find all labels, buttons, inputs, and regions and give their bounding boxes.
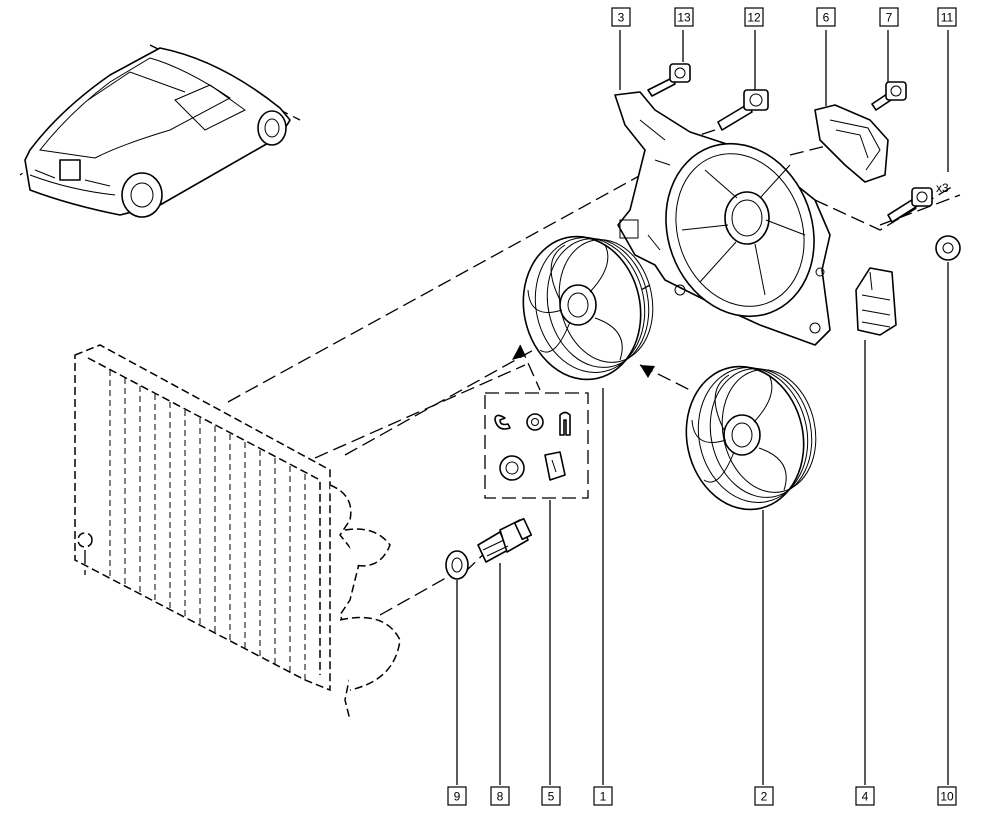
callout-text: 11: [941, 11, 954, 25]
screw-7: [871, 81, 907, 111]
callout-9: 9: [447, 786, 467, 806]
callout-text: 12: [747, 11, 761, 25]
callout-text: 3: [618, 11, 625, 25]
callout-text: 9: [454, 790, 461, 804]
callout-10: 10: [937, 786, 957, 806]
callout-text: 8: [497, 790, 504, 804]
resistor-4: [855, 267, 897, 336]
callout-8: 8: [490, 786, 510, 806]
callout-text: 7: [886, 11, 893, 25]
callout-text: 10: [940, 790, 954, 804]
callout-5: 5: [541, 786, 561, 806]
thermal-switch-8: [477, 517, 533, 563]
screw-12: [717, 89, 769, 131]
callout-4: 4: [855, 786, 875, 806]
motor-fan-1: [522, 235, 654, 381]
callout-3: 3: [611, 7, 631, 27]
quantity-label: x3: [936, 181, 949, 195]
callout-text: 5: [548, 790, 555, 804]
radiator: [74, 344, 401, 721]
nut-10: [935, 235, 961, 261]
screw-13: [647, 63, 691, 97]
callout-text: 2: [761, 790, 768, 804]
callout-text: 1: [600, 790, 607, 804]
callout-7: 7: [879, 7, 899, 27]
callout-text: 13: [677, 11, 691, 25]
callout-2: 2: [754, 786, 774, 806]
callout-11: 11: [937, 7, 957, 27]
vehicle-location-thumbnail: [19, 44, 301, 218]
callout-1: 1: [593, 786, 613, 806]
callout-6: 6: [816, 7, 836, 27]
seal-9: [445, 550, 469, 580]
callout-13: 13: [674, 7, 694, 27]
fan-shroud: [614, 91, 831, 346]
callout-text: 4: [862, 790, 869, 804]
motor-fan-2: [685, 365, 817, 511]
callout-text: 6: [823, 11, 830, 25]
callout-12: 12: [744, 7, 764, 27]
fixings-kit: [484, 392, 589, 499]
bracket-6: [814, 104, 889, 183]
screw-11: x3: [887, 181, 949, 223]
